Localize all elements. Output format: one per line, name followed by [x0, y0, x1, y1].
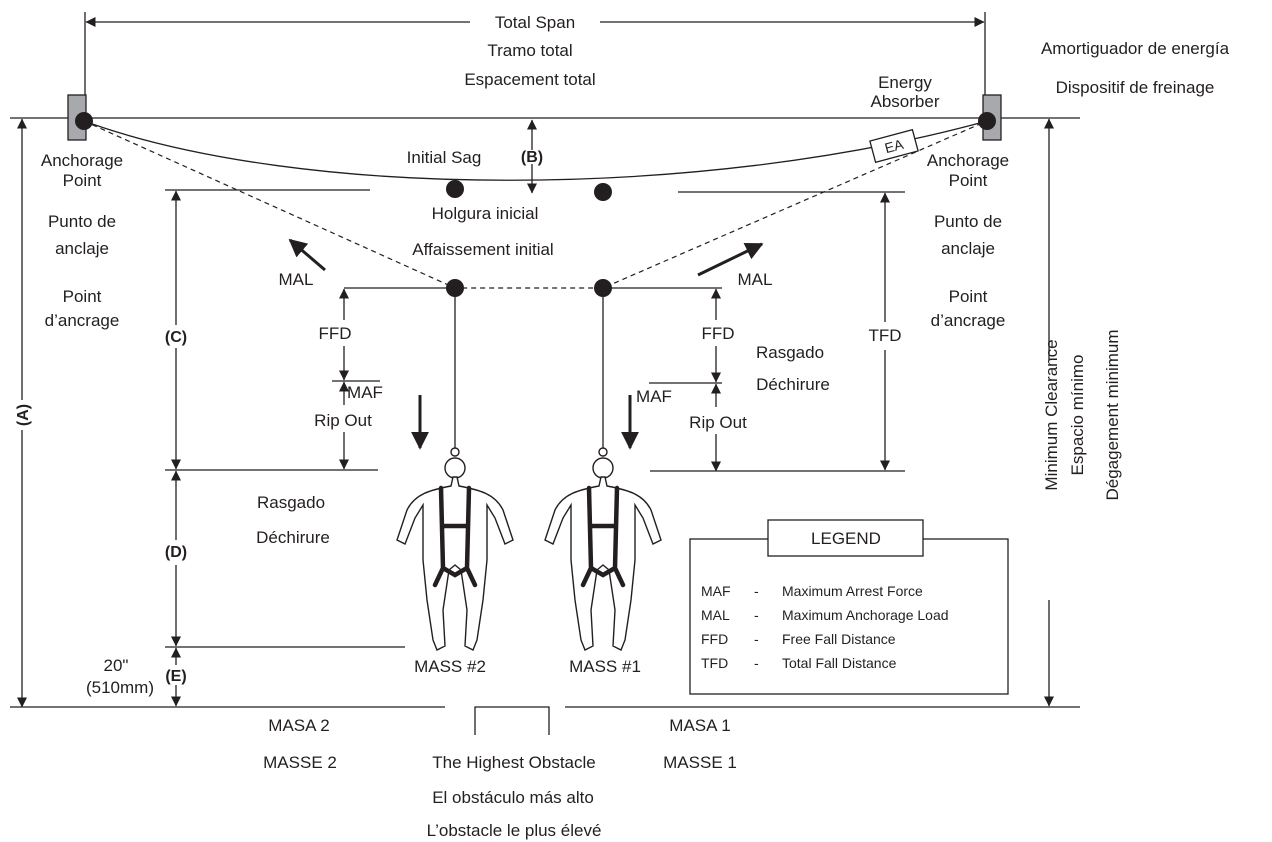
svg-text:-: -: [754, 583, 759, 599]
svg-text:anclaje: anclaje: [941, 239, 995, 258]
legend-abbr-maf: MAF: [701, 583, 731, 599]
masa-2-label: MASA 2: [268, 716, 329, 735]
tfd-dimension: [650, 191, 905, 472]
svg-text:(A): (A): [15, 404, 32, 426]
min-clearance-fr: Dégagement minimum: [1103, 329, 1122, 500]
initial-sag-dimension: (B): [521, 119, 543, 194]
left-rip-out-label: Rip Out: [314, 411, 372, 430]
dimension-c: (C): [165, 189, 370, 470]
energy-absorber-es: Amortiguador de energía: [1041, 39, 1230, 58]
svg-text:d’ancrage: d’ancrage: [45, 311, 120, 330]
right-dechirure-label: Déchirure: [756, 375, 830, 394]
right-rasgado-label: Rasgado: [756, 343, 824, 362]
svg-text:Point: Point: [63, 171, 102, 190]
mass-2-figure: [396, 297, 514, 651]
min-clearance-es: Espacio mínimo: [1068, 355, 1087, 476]
e-height-inches: 20": [104, 656, 129, 675]
left-mal-label: MAL: [279, 270, 314, 289]
left-rasgado-label: Rasgado: [257, 493, 325, 512]
right-maf-label: MAF: [636, 387, 672, 406]
total-span-dimension: Total Span Tramo total Espacement total: [84, 12, 986, 110]
total-span-label-es: Tramo total: [487, 41, 572, 60]
left-ffd-label: FFD: [318, 324, 351, 343]
highest-obstacle-fr: L’obstacle le plus élevé: [427, 821, 602, 840]
svg-text:d’ancrage: d’ancrage: [931, 311, 1006, 330]
e-height-mm: (510mm): [86, 678, 154, 697]
total-span-label-fr: Espacement total: [464, 70, 595, 89]
svg-text:anclaje: anclaje: [55, 239, 109, 258]
svg-text:Point: Point: [949, 171, 988, 190]
energy-absorber-fr: Dispositif de freinage: [1056, 78, 1215, 97]
initial-sag-es: Holgura inicial: [432, 204, 539, 223]
svg-text:Point: Point: [63, 287, 102, 306]
svg-text:(D): (D): [165, 544, 187, 561]
right-mal-label: MAL: [738, 270, 773, 289]
left-mal-arrow: [288, 238, 326, 272]
legend-abbr-ffd: FFD: [701, 631, 728, 647]
total-span-label-en: Total Span: [495, 13, 575, 32]
tfd-label: TFD: [868, 326, 901, 345]
energy-absorber-label-2: Absorber: [871, 92, 940, 111]
mass-2-label: MASS #2: [414, 657, 486, 676]
svg-text:-: -: [754, 655, 759, 671]
svg-text:Anchorage: Anchorage: [41, 151, 123, 170]
lifeline-mass-1: [594, 183, 612, 201]
min-clearance-en: Minimum Clearance: [1042, 339, 1061, 490]
energy-absorber-box: EA: [869, 128, 919, 164]
legend-desc-maf: Maximum Arrest Force: [782, 583, 923, 599]
masse-1-label: MASSE 1: [663, 753, 737, 772]
ground-line: [10, 706, 1080, 735]
svg-text:Punto de: Punto de: [934, 212, 1002, 231]
dimension-a: (A): [15, 118, 32, 708]
legend: LEGEND MAF - Maximum Arrest Force MAL - …: [689, 519, 1009, 695]
svg-text:Punto de: Punto de: [48, 212, 116, 231]
masa-1-label: MASA 1: [669, 716, 730, 735]
mass-1-figure: [544, 297, 662, 651]
initial-sag-fr: Affaissement initial: [412, 240, 553, 259]
left-fall-dimensions: [332, 287, 455, 470]
initial-sag-en: Initial Sag: [407, 148, 482, 167]
highest-obstacle-en: The Highest Obstacle: [432, 753, 595, 772]
svg-text:(B): (B): [521, 149, 543, 166]
right-mal-arrow: [697, 242, 764, 277]
mass-1-label: MASS #1: [569, 657, 641, 676]
anchor-point-left: [75, 112, 93, 130]
svg-text:(C): (C): [165, 329, 187, 346]
highest-obstacle-es: El obstáculo más alto: [432, 788, 594, 807]
svg-text:-: -: [754, 631, 759, 647]
legend-abbr-mal: MAL: [701, 607, 730, 623]
svg-text:EA: EA: [883, 136, 906, 156]
legend-title: LEGEND: [811, 529, 881, 548]
svg-text:Point: Point: [949, 287, 988, 306]
anchor-point-right: [978, 112, 996, 130]
lifeline-mass-2: [446, 180, 464, 198]
lifeline-initial-sag: [83, 120, 988, 181]
energy-absorber-label-1: Energy: [878, 73, 932, 92]
svg-text:-: -: [754, 607, 759, 623]
svg-text:(E): (E): [165, 668, 186, 685]
legend-desc-ffd: Free Fall Distance: [782, 631, 896, 647]
anchorage-right-labels: Anchorage Point Punto de anclaje Point d…: [927, 151, 1009, 330]
dimension-e: (E): [165, 646, 405, 707]
anchorage-left-labels: Anchorage Point Punto de anclaje Point d…: [41, 151, 123, 330]
dimension-d: (D): [165, 469, 378, 647]
right-fall-dimensions: [603, 287, 722, 472]
legend-desc-tfd: Total Fall Distance: [782, 655, 897, 671]
legend-desc-mal: Maximum Anchorage Load: [782, 607, 949, 623]
right-rip-out-label: Rip Out: [689, 413, 747, 432]
left-dechirure-label: Déchirure: [256, 528, 330, 547]
left-maf-label: MAF: [347, 383, 383, 402]
legend-abbr-tfd: TFD: [701, 655, 728, 671]
masse-2-label: MASSE 2: [263, 753, 337, 772]
right-ffd-label: FFD: [701, 324, 734, 343]
svg-text:Anchorage: Anchorage: [927, 151, 1009, 170]
lifeline-deflected-dashed: [83, 120, 988, 289]
